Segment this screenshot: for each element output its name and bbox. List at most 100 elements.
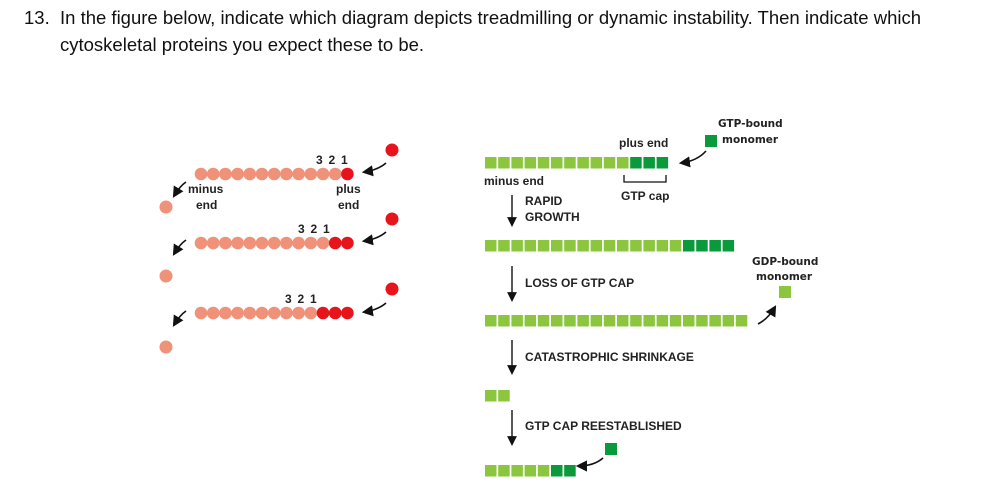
subunit	[255, 167, 269, 181]
minus-end-label: minus end	[484, 174, 544, 188]
gdp-subunit	[551, 240, 563, 252]
gdp-subunit	[551, 315, 563, 327]
step3-label: CATASTROPHIC SHRINKAGE	[525, 350, 694, 364]
gtp-addition-arrow	[678, 150, 707, 168]
minus-end-arrow-1	[172, 181, 187, 198]
subunit	[219, 236, 232, 250]
gdp-subunit	[485, 390, 497, 402]
left-filament-rows	[159, 143, 399, 354]
position-number: 2	[298, 292, 305, 306]
gdp-subunit	[511, 315, 523, 327]
gdp-subunit	[537, 315, 550, 327]
gtp-readdition-arrow	[575, 457, 604, 472]
subunit	[280, 167, 293, 181]
subunit	[328, 167, 342, 181]
gdp-subunit	[577, 315, 589, 327]
gdp-subunit	[498, 390, 510, 402]
gdp-subunit	[630, 240, 642, 252]
gtp-subunit	[709, 240, 721, 252]
step4-label: GTP CAP REESTABLISHED	[525, 419, 682, 433]
plus-end-label-line2: end	[338, 198, 359, 212]
plus-end-arrow-3	[361, 302, 387, 317]
gdp-subunit	[511, 465, 523, 477]
subunit	[267, 236, 281, 250]
gdp-subunit	[485, 315, 497, 327]
released-subunit	[159, 340, 173, 354]
gdp-subunit	[630, 315, 642, 327]
position-number: 3	[316, 153, 323, 167]
incoming-subunit	[385, 143, 399, 157]
gtp-monomer-legend	[705, 135, 717, 147]
incoming-subunit	[385, 282, 399, 296]
gdp-subunit	[669, 240, 682, 252]
gdp-subunit	[564, 157, 576, 169]
gtp-subunit	[722, 240, 735, 252]
gdp-subunit	[656, 240, 669, 252]
new-subunit	[341, 306, 354, 320]
gdp-subunit	[485, 157, 497, 169]
gdp-subunit	[669, 315, 682, 327]
minus-end-arrow-2	[172, 239, 187, 256]
gdp-subunit	[524, 465, 537, 477]
subunit	[304, 167, 318, 181]
subunit	[255, 306, 269, 320]
subunit	[304, 236, 318, 250]
gdp-subunit	[617, 315, 629, 327]
subunit	[206, 236, 220, 250]
gdp-subunit	[511, 157, 523, 169]
gdp-subunit	[590, 240, 603, 252]
subunit	[219, 306, 232, 320]
gdp-subunit	[537, 157, 550, 169]
subunit	[194, 236, 208, 250]
plus-end-label: plus end	[619, 136, 668, 150]
subunit	[219, 167, 232, 181]
subunit	[292, 167, 305, 181]
right-filament-rows	[485, 157, 748, 477]
question-text: In the figure below, indicate which diag…	[60, 7, 922, 55]
gdp-subunit	[537, 240, 550, 252]
subunit	[231, 306, 244, 320]
position-number: 2	[329, 153, 336, 167]
subunit	[243, 236, 257, 250]
gtp-subunit	[630, 157, 642, 169]
incoming-subunit	[385, 212, 399, 226]
gdp-subunit	[617, 240, 629, 252]
gdp-subunit	[603, 240, 616, 252]
gdp-subunit	[577, 240, 589, 252]
plus-end-arrow-2	[361, 231, 387, 246]
subunit	[194, 167, 208, 181]
gtp-monomer-new	[605, 443, 617, 455]
question-number: 13.	[24, 7, 50, 28]
subunit	[304, 306, 318, 320]
gdp-subunit	[577, 157, 589, 169]
gdp-subunit	[485, 240, 497, 252]
subunit	[267, 167, 281, 181]
gdp-subunit	[603, 157, 616, 169]
gtp-bound-label-line1: GTP-bound	[718, 118, 783, 130]
position-number: 2	[311, 222, 318, 236]
released-subunit	[159, 269, 173, 283]
gtp-bound-label-line2: monomer	[722, 134, 779, 146]
gdp-subunit	[564, 315, 576, 327]
subunit	[267, 306, 281, 320]
gdp-subunit	[643, 315, 655, 327]
position-number: 1	[310, 292, 317, 306]
new-subunit	[341, 236, 354, 250]
gdp-subunit	[524, 157, 537, 169]
position-number: 3	[285, 292, 292, 306]
gdp-subunit	[511, 240, 523, 252]
gdp-release-arrow	[757, 305, 777, 325]
gdp-subunit	[617, 157, 629, 169]
subunit	[206, 306, 220, 320]
gdp-subunit	[696, 315, 708, 327]
gdp-subunit	[498, 465, 510, 477]
minus-end-label-line1: minus	[188, 182, 224, 196]
gdp-subunit	[709, 315, 721, 327]
gdp-subunit	[603, 315, 616, 327]
gdp-subunit	[683, 315, 695, 327]
new-subunit	[316, 306, 330, 320]
subunit	[292, 236, 305, 250]
